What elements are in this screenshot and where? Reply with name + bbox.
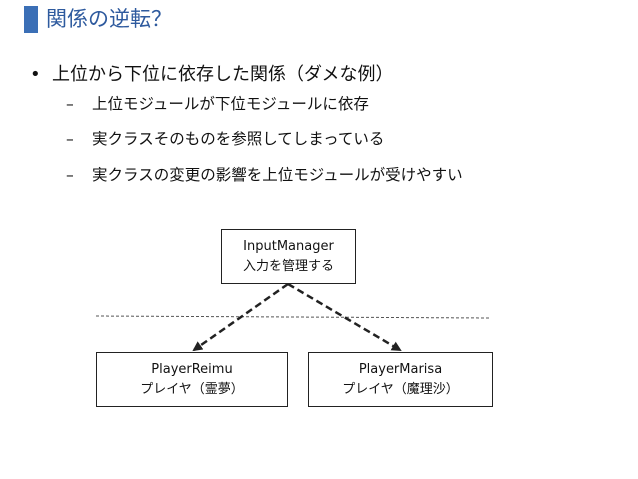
player-reimu-box: PlayerReimu プレイヤ（霊夢） [96,352,288,407]
dash-mark: – [66,95,74,113]
player-reimu-name: PlayerReimu [151,361,233,377]
sub-item-text: 実クラスの変更の影響を上位モジュールが受けやすい [92,166,463,184]
bullet-mark: • [30,64,41,85]
player-reimu-caption: プレイヤ（霊夢） [140,381,244,397]
dash-mark: – [66,130,74,148]
sub-item-text: 上位モジュールが下位モジュールに依存 [92,95,369,113]
player-marisa-box: PlayerMarisa プレイヤ（魔理沙） [308,352,493,407]
title-accent-bar [24,6,38,33]
sub-item-1: –上位モジュールが下位モジュールに依存 [66,92,369,116]
sub-item-text: 実クラスそのものを参照してしまっている [92,130,385,148]
sub-item-3: –実クラスの変更の影響を上位モジュールが受けやすい [66,163,463,187]
layer-separator-line [95,315,491,319]
slide-title: 関係の逆転？ [46,7,172,31]
input-manager-name: InputManager [243,238,334,254]
input-manager-box: InputManager 入力を管理する [221,229,356,284]
input-manager-caption: 入力を管理する [242,258,334,274]
player-marisa-name: PlayerMarisa [358,361,443,377]
sub-item-2: –実クラスそのものを参照してしまっている [66,127,384,151]
bullet-item: • 上位から下位に依存した関係（ダメな例） [30,62,393,88]
dash-mark: – [66,166,74,184]
bullet-text: 上位から下位に依存した関係（ダメな例） [52,64,394,85]
player-marisa-caption: プレイヤ（魔理沙） [342,381,459,397]
dependency-arrow-left [192,282,289,352]
